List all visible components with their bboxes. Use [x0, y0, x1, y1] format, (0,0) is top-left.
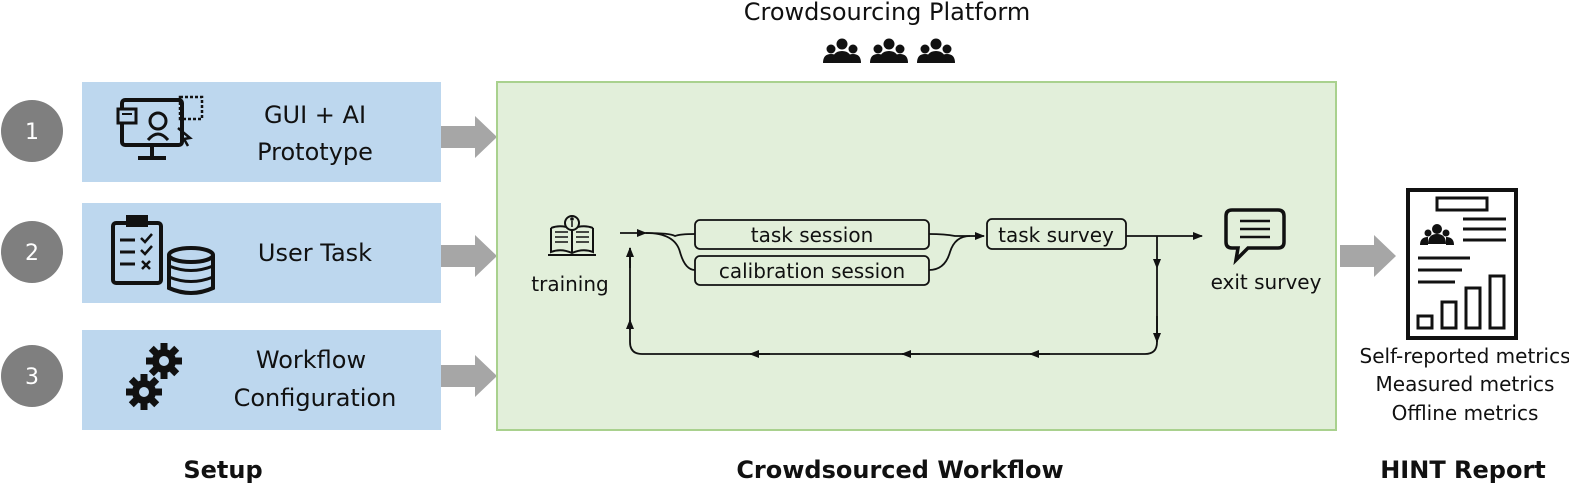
setup-label: Prototype — [257, 138, 373, 166]
step-2: 2 — [1, 221, 63, 283]
task-session-box — [694, 219, 930, 250]
task-session-label: task session — [751, 223, 874, 247]
step-number: 2 — [25, 241, 39, 266]
group-icon — [823, 38, 861, 63]
group-icon — [870, 38, 908, 63]
setup-label: Workflow — [256, 346, 366, 374]
step-number-circle — [1, 221, 63, 283]
arrow-right-icon — [1340, 235, 1396, 277]
report-heading: HINT Report — [1380, 456, 1546, 484]
setup-box-prototype — [82, 82, 441, 182]
task-survey-box — [986, 218, 1127, 250]
checklist-database-icon — [111, 215, 215, 295]
step-number-circle — [1, 100, 63, 162]
crowd-icons — [823, 38, 955, 63]
exit-survey-label: exit survey — [1211, 270, 1322, 294]
metric-item: Offline metrics — [1392, 401, 1539, 425]
arrow-right-icon — [441, 116, 497, 158]
setup-label: Configuration — [234, 384, 397, 412]
monitor-user-icon — [116, 95, 204, 160]
calibration-session-label: calibration session — [719, 259, 905, 283]
step-1: 1 — [1, 100, 63, 162]
book-info-icon — [548, 215, 596, 256]
setup-heading: Setup — [183, 456, 262, 484]
setup-label: User Task — [258, 239, 372, 267]
gears-icon — [126, 343, 182, 410]
group-icon — [917, 38, 955, 63]
training-label: training — [531, 272, 608, 296]
big-arrows — [441, 116, 1396, 397]
report-document-icon — [1406, 188, 1518, 340]
calibration-session-box — [694, 255, 930, 286]
step-number: 1 — [25, 120, 39, 145]
workflow-heading: Crowdsourced Workflow — [736, 456, 1063, 484]
speech-bubble-icon — [1224, 208, 1286, 266]
arrow-right-icon — [441, 235, 497, 277]
metric-item: Self-reported metrics — [1360, 344, 1569, 368]
task-survey-label: task survey — [998, 223, 1114, 247]
step-3: 3 — [1, 345, 63, 407]
step-number-circle — [1, 345, 63, 407]
metric-item: Measured metrics — [1376, 372, 1555, 396]
arrow-right-icon — [441, 355, 497, 397]
setup-label: GUI + AI — [264, 101, 366, 129]
step-number: 3 — [25, 365, 39, 390]
platform-title: Crowdsourcing Platform — [744, 0, 1031, 26]
